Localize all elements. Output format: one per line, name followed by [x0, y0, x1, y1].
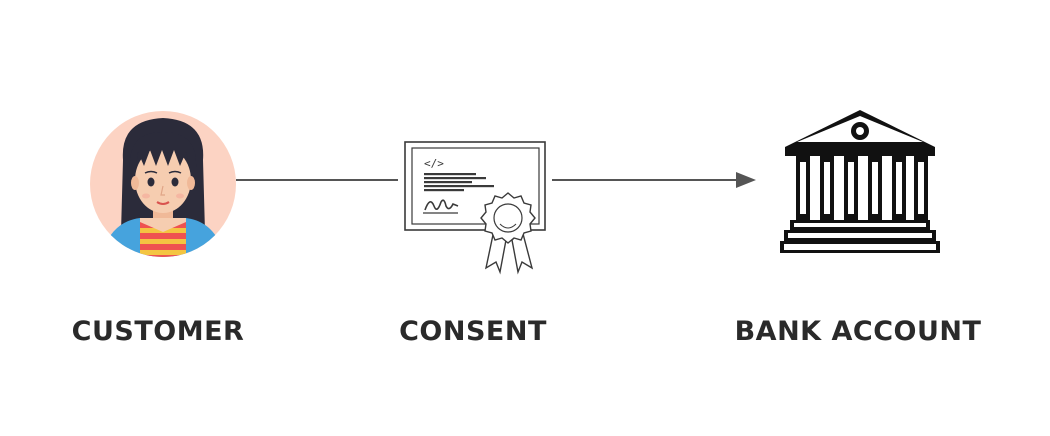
woman-avatar-icon	[90, 111, 236, 257]
bank-building-icon	[780, 110, 940, 253]
customer-label: CUSTOMER	[71, 316, 245, 347]
consent-label: CONSENT	[399, 316, 547, 347]
bank-account-label: BANK ACCOUNT	[734, 316, 982, 347]
certificate-icon: </>	[404, 141, 546, 275]
arrowhead-icon	[736, 172, 756, 188]
svg-text:</>: </>	[424, 157, 444, 170]
edge-consent-bank	[552, 172, 756, 188]
